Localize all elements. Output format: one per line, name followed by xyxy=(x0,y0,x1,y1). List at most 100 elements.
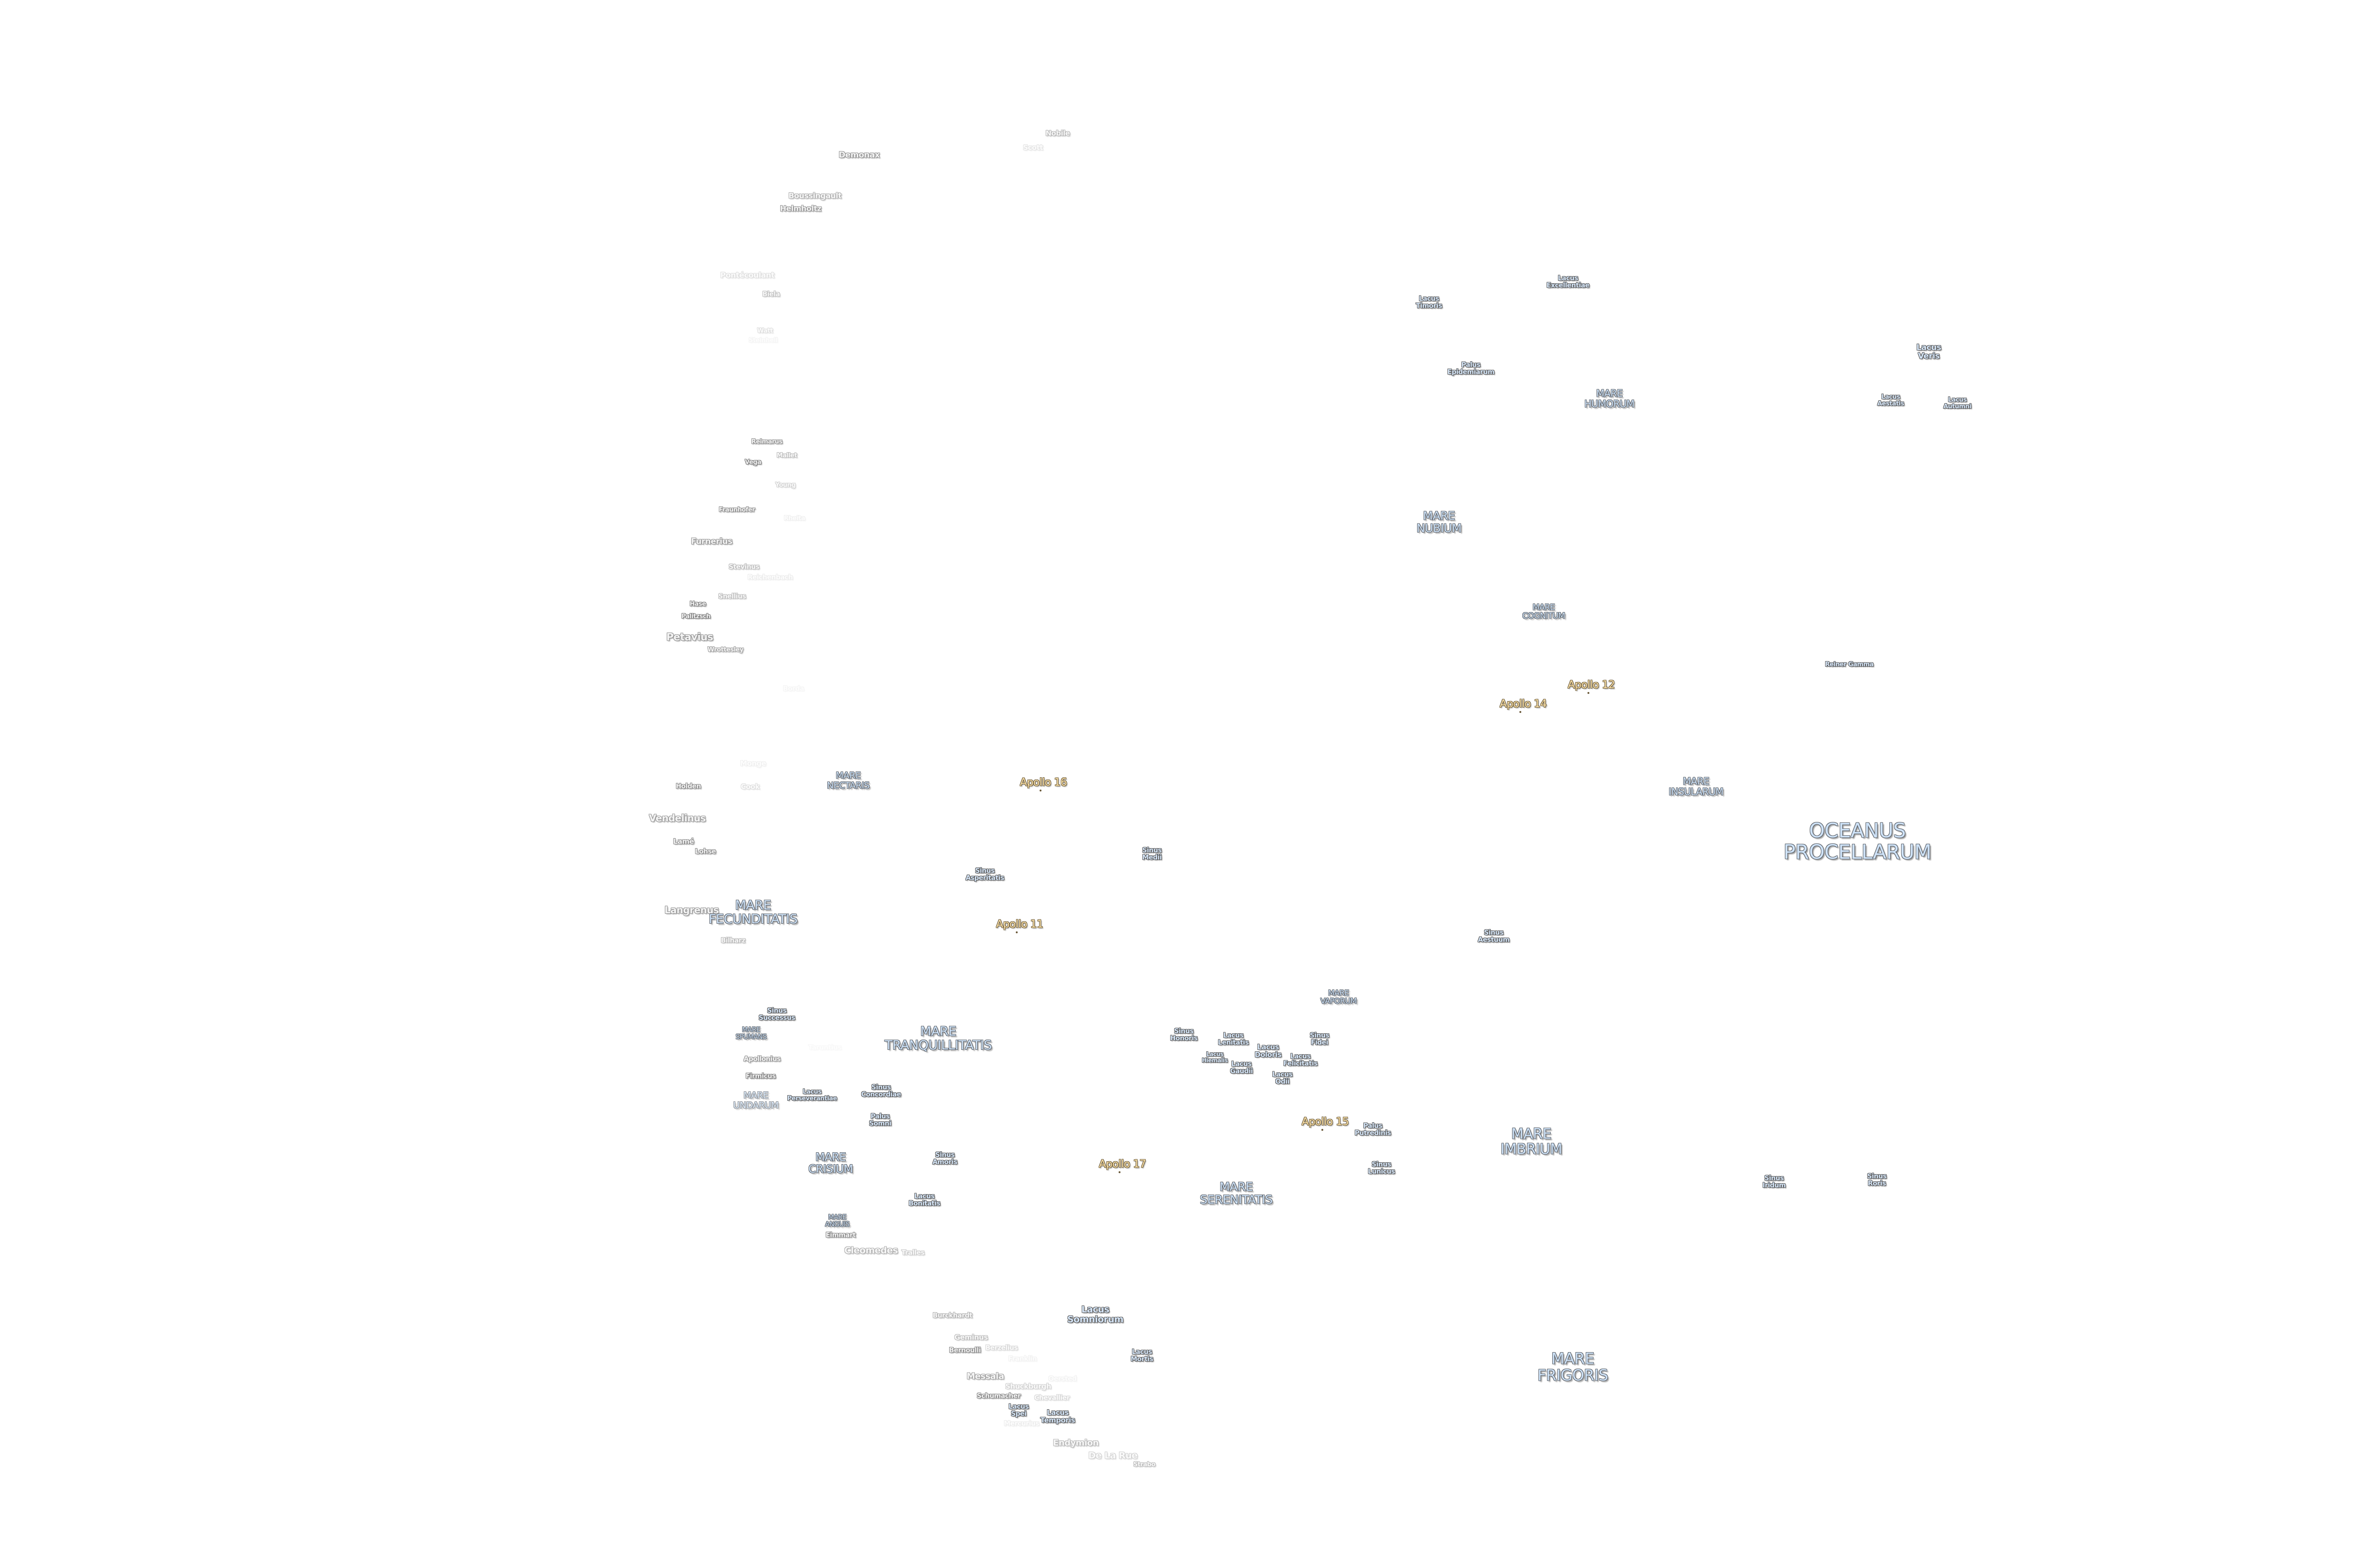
lake-label-sinus-aestuum: Sinus Aestuum xyxy=(1478,929,1510,944)
mare-label-mare-crisium: MARE CRISIUM xyxy=(808,1151,853,1176)
lake-label-sinus-successus: Sinus Successus xyxy=(758,1007,795,1022)
crater-label-rheita: Rheita xyxy=(783,514,805,522)
landing-site-marker-icon xyxy=(1321,1129,1323,1131)
crater-label-oersted: Oersted xyxy=(1048,1375,1077,1383)
mare-label-mare-insularum: MARE INSULARUM xyxy=(1668,775,1724,797)
mare-label-mare-nubium: MARE NUBIUM xyxy=(1416,509,1462,535)
crater-label-helmholtz: Helmholtz xyxy=(780,204,822,213)
crater-label-lohse: Lohse xyxy=(695,848,716,856)
lake-label-lacus-gaudii: Lacus Gaudii xyxy=(1230,1060,1253,1075)
crater-label-tralles: Tralles xyxy=(901,1249,925,1257)
lake-label-sinus-asperitatis: Sinus Asperitatis xyxy=(965,867,1004,882)
crater-label-firmicus: Firmicus xyxy=(745,1072,776,1080)
mare-label-mare-frigoris: MARE FRIGORIS xyxy=(1537,1349,1608,1384)
apollo-label-apollo-17: Apollo 17 xyxy=(1099,1158,1146,1171)
lake-label-lacus-spei: Lacus Spei xyxy=(1008,1403,1029,1418)
crater-label-vendelinus: Vendelinus xyxy=(649,812,706,824)
crater-label-reichenbach: Reichenbach xyxy=(747,573,793,582)
crater-label-scott: Scott xyxy=(1023,143,1043,152)
crater-label-de-la-rue: De La Rue xyxy=(1088,1450,1138,1461)
crater-label-pont-coulant: Pontécoulant xyxy=(720,270,774,280)
landing-site-marker-icon xyxy=(1016,931,1018,933)
mare-label-mare-fecunditatis: MARE FECUNDITATIS xyxy=(708,898,798,927)
lake-label-sinus-concordiae: Sinus Concordiae xyxy=(861,1083,901,1098)
crater-label-messala: Messala xyxy=(966,1371,1004,1382)
lake-label-lacus-odii: Lacus Odii xyxy=(1272,1070,1293,1086)
crater-label-holden: Holden xyxy=(675,782,701,791)
mare-label-oceanus-procellarum: OCEANUS PROCELLARUM xyxy=(1783,819,1932,864)
mare-label-mare-anguis: MARE ANGUIS xyxy=(825,1213,850,1228)
crater-label-biela: Biela xyxy=(762,290,780,298)
lake-label-lacus-veris: Lacus Veris xyxy=(1916,343,1942,361)
crater-label-monge: Monge xyxy=(740,759,766,768)
crater-label-strabo: Strabo xyxy=(1133,1461,1156,1468)
lake-label-lacus-temporis: Lacus Temporis xyxy=(1040,1408,1075,1424)
crater-label-chevallier: Chevallier xyxy=(1034,1394,1070,1402)
crater-label-langrenus: Langrenus xyxy=(664,904,719,916)
lake-label-lacus-aestatis: Lacus Aestatis xyxy=(1877,393,1904,407)
landing-site-marker-icon xyxy=(1519,711,1521,713)
crater-label-bernoulli: Bernoulli xyxy=(949,1346,981,1354)
landing-site-marker-icon xyxy=(1119,1171,1121,1173)
apollo-label-apollo-12: Apollo 12 xyxy=(1567,679,1615,692)
lake-label-lacus-felicitatis: Lacus Felicitatis xyxy=(1283,1052,1318,1068)
lake-label-sinus-iridum: Sinus Iridum xyxy=(1762,1174,1786,1189)
lake-label-reiner-gamma: Reiner Gamma xyxy=(1825,661,1874,668)
lake-label-palus-putredinis: Palus Putredinis xyxy=(1354,1122,1391,1137)
lake-label-lacus-hiemalis: Lacus Hiemalis xyxy=(1201,1051,1228,1064)
crater-label-steinheil: Steinheil xyxy=(748,336,778,344)
crater-label-mallet: Mallet xyxy=(776,452,797,459)
lake-label-lacus-perseverantiae: Lacus Perseverantiae xyxy=(787,1088,837,1102)
mare-label-mare-humorum: MARE HUMORUM xyxy=(1584,387,1635,409)
crater-label-franklin: Franklin xyxy=(1008,1355,1037,1363)
lake-label-lacus-mortis: Lacus Mortis xyxy=(1130,1348,1153,1363)
mare-label-mare-undarum: MARE UNDARUM xyxy=(733,1090,779,1110)
crater-label-reimarus: Reimarus xyxy=(751,438,783,445)
crater-label-schumacher: Schumacher xyxy=(976,1392,1021,1400)
lake-label-lacus-autumni: Lacus Autumni xyxy=(1943,396,1972,410)
crater-label-vega: Vega xyxy=(744,458,762,466)
crater-label-fraunhofer: Fraunhofer xyxy=(719,506,755,514)
crater-label-shuckburgh: Shuckburgh xyxy=(1005,1382,1051,1391)
crater-label-eimmart: Eimmart xyxy=(825,1231,856,1239)
crater-label-boussingault: Boussingault xyxy=(788,191,842,200)
lake-label-lacus-lenitatis: Lacus Lenitatis xyxy=(1218,1031,1249,1047)
apollo-label-apollo-14: Apollo 14 xyxy=(1499,698,1547,711)
crater-label-apollonius: Apollonius xyxy=(744,1055,781,1063)
lake-label-sinus-medii: Sinus Medii xyxy=(1142,846,1162,861)
crater-label-young: Young xyxy=(775,481,796,489)
crater-label-berzelius: Berzelius xyxy=(985,1344,1018,1352)
lake-label-lacus-doloris: Lacus Doloris xyxy=(1254,1042,1282,1059)
lake-label-sinus-amoris: Sinus Amoris xyxy=(932,1151,958,1166)
lake-label-sinus-honoris: Sinus Honoris xyxy=(1170,1027,1198,1042)
crater-label-geminus: Geminus xyxy=(954,1333,988,1342)
mare-label-mare-nectaris: MARE NECTARIS xyxy=(827,770,870,791)
crater-label-wrottesley: Wrottesley xyxy=(707,646,744,653)
apollo-label-apollo-15: Apollo 15 xyxy=(1301,1116,1349,1128)
mare-label-mare-serenitatis: MARE SERENITATIS xyxy=(1200,1180,1273,1206)
crater-label-borda: Borda xyxy=(783,685,804,693)
crater-label-snellius: Snellius xyxy=(718,593,746,601)
apollo-label-apollo-16: Apollo 16 xyxy=(1020,777,1067,789)
lake-label-palus-somni: Palus Somni xyxy=(869,1112,892,1127)
mare-label-mare-tranquillitatis: MARE TRANQUILLITATIS xyxy=(884,1024,992,1053)
crater-label-lam: Lamé xyxy=(673,837,694,846)
crater-label-petavius: Petavius xyxy=(666,631,714,643)
mare-label-mare-spumans: MARE SPUMANS xyxy=(735,1026,767,1041)
crater-label-stevinus: Stevinus xyxy=(728,563,760,571)
lake-label-lacus-bonitatis: Lacus Bonitatis xyxy=(908,1192,941,1207)
crater-label-hase: Hase xyxy=(689,600,706,608)
lake-label-palus-epidemiarum: Palus Epidemiarum xyxy=(1447,361,1495,376)
crater-label-nobile: Nobile xyxy=(1045,128,1070,138)
lake-label-lacus-timoris: Lacus Timoris xyxy=(1416,295,1442,310)
crater-label-endymion: Endymion xyxy=(1053,1438,1099,1448)
crater-label-cleomedes: Cleomedes xyxy=(844,1245,898,1256)
lake-label-sinus-fidei: Sinus Fidei xyxy=(1309,1031,1329,1047)
crater-label-burckhardt: Burckhardt xyxy=(932,1312,972,1320)
landing-site-marker-icon xyxy=(1040,790,1041,791)
mare-label-mare-cognitum: MARE COGNITUM xyxy=(1522,603,1565,621)
crater-label-demonax: Demonax xyxy=(838,150,880,160)
crater-label-mercurius: Mercurius xyxy=(1003,1420,1040,1428)
crater-label-taruntius: Taruntius xyxy=(808,1044,842,1052)
